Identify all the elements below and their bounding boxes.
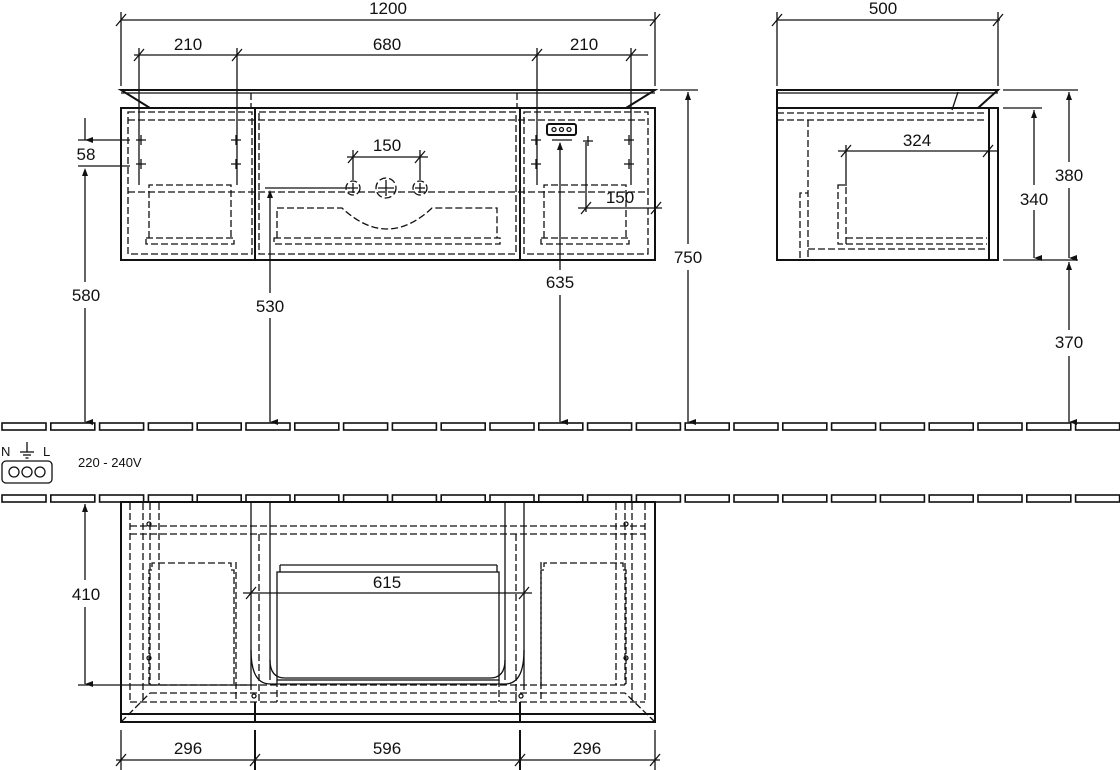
floor-tile bbox=[147, 494, 194, 503]
dim-socket-offset: 150 bbox=[606, 188, 634, 207]
floor-tile bbox=[586, 494, 633, 503]
dim-clearance-height: 370 bbox=[1055, 333, 1083, 352]
socket-icon bbox=[546, 123, 577, 136]
dim-drain-height: 530 bbox=[256, 297, 284, 316]
neutral-label: N bbox=[1, 444, 10, 459]
floor-tile bbox=[733, 494, 779, 503]
dim-tap-spacing: 150 bbox=[373, 136, 401, 155]
floor-tile bbox=[440, 494, 487, 503]
floor-tile bbox=[293, 494, 340, 503]
floor-tile bbox=[635, 422, 682, 431]
floor-tile bbox=[1074, 422, 1120, 431]
floor-tile bbox=[245, 422, 291, 431]
electrical-legend: N L 220 - 240V bbox=[1, 442, 142, 484]
mounting-holes bbox=[136, 135, 634, 169]
dim-left-module: 296 bbox=[174, 739, 202, 758]
dim-center-module: 596 bbox=[373, 739, 401, 758]
dim-right-cabinet: 210 bbox=[570, 35, 598, 54]
floor-tile bbox=[684, 422, 731, 431]
floor-tile bbox=[98, 422, 145, 431]
floor-tile bbox=[781, 494, 828, 503]
floor-tile bbox=[537, 422, 584, 431]
ground-icon bbox=[20, 442, 34, 459]
plan-view: 615 410 296 596 296 bbox=[72, 501, 661, 770]
floor-tile bbox=[196, 494, 242, 503]
floor-tile bbox=[928, 494, 975, 503]
floor-tile bbox=[391, 494, 438, 503]
tap-holes bbox=[345, 177, 428, 199]
floor-tile bbox=[342, 494, 389, 503]
floor-line-lower bbox=[1, 494, 1120, 503]
front-view: 1200 210 680 210 bbox=[72, 0, 702, 425]
dim-overall-height: 380 bbox=[1055, 166, 1083, 185]
screw-points bbox=[146, 521, 629, 699]
floor-line-upper bbox=[1, 422, 1120, 431]
dim-mounting-height: 580 bbox=[72, 286, 100, 305]
floor-tile bbox=[489, 422, 535, 431]
floor-tile bbox=[1074, 494, 1120, 503]
floor-tile bbox=[733, 422, 779, 431]
floor-tile bbox=[1026, 494, 1072, 503]
dim-depth: 500 bbox=[869, 0, 897, 18]
voltage-label: 220 - 240V bbox=[78, 455, 142, 470]
dim-depth-mark: 410 bbox=[72, 585, 100, 604]
floor-tile bbox=[245, 494, 291, 503]
floor-tile bbox=[98, 494, 145, 503]
floor-tile bbox=[830, 494, 877, 503]
floor-tile bbox=[147, 422, 194, 431]
floor-tile bbox=[391, 422, 438, 431]
floor-tile bbox=[1, 494, 47, 503]
side-view: 500 324 340 380 bbox=[771, 0, 1083, 425]
floor-tile bbox=[196, 422, 242, 431]
dim-overall-width: 1200 bbox=[369, 0, 407, 18]
floor-tile bbox=[49, 422, 96, 431]
live-label: L bbox=[43, 444, 50, 459]
floor-tile bbox=[489, 494, 535, 503]
floor-tile bbox=[440, 422, 487, 431]
floor-tile bbox=[879, 494, 926, 503]
dim-body-height: 340 bbox=[1020, 190, 1048, 209]
floor-tile bbox=[1, 422, 47, 431]
dim-right-module: 296 bbox=[573, 739, 601, 758]
floor-tile bbox=[977, 494, 1023, 503]
floor-tile bbox=[1026, 422, 1072, 431]
floor-tile bbox=[537, 494, 584, 503]
floor-tile bbox=[342, 422, 389, 431]
dim-socket-height: 635 bbox=[546, 273, 574, 292]
floor-tile bbox=[49, 494, 96, 503]
floor-tile bbox=[830, 422, 877, 431]
floor-tile bbox=[586, 422, 633, 431]
dim-inner-width: 615 bbox=[373, 573, 401, 592]
dim-top-height: 750 bbox=[674, 248, 702, 267]
dim-inner-depth: 324 bbox=[903, 131, 931, 150]
floor-tile bbox=[635, 494, 682, 503]
dim-left-cabinet: 210 bbox=[174, 35, 202, 54]
floor-tile bbox=[928, 422, 975, 431]
floor-tile bbox=[293, 422, 340, 431]
dim-hole-spacing: 58 bbox=[77, 145, 96, 164]
floor-tile bbox=[879, 422, 926, 431]
floor-tile bbox=[977, 422, 1023, 431]
floor-tile bbox=[781, 422, 828, 431]
floor-tile bbox=[684, 494, 731, 503]
dim-center-width: 680 bbox=[373, 35, 401, 54]
socket-icon bbox=[1, 460, 53, 484]
